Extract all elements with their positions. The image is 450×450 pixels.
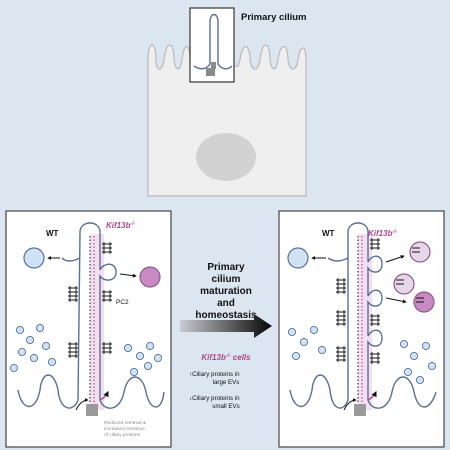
large-ev-wt [23, 247, 45, 269]
progression-arrow [180, 314, 272, 338]
wt-label-left: WT [46, 229, 59, 238]
mutant-cilium-fill-right [358, 234, 372, 410]
cell-body [147, 15, 307, 197]
release-arrow-a [385, 255, 405, 263]
small-evs-left [9, 323, 163, 377]
large-ev-wt-right [287, 247, 309, 269]
wt-label-right: WT [322, 229, 335, 238]
finding-1-line-2: large EVs [213, 379, 240, 386]
nucleus [196, 133, 256, 181]
panel-left: WT Kif13b-/- PC2 Reduced retrieval & inc… [5, 210, 172, 448]
large-evs-mutant-right [393, 241, 435, 313]
title-line-4: and [217, 298, 235, 309]
release-arrow-right [119, 273, 137, 278]
release-arrow-b [385, 297, 407, 304]
pc2-label: PC2 [116, 299, 129, 306]
note-line-2: increased entrance [104, 426, 145, 432]
basal-body-left [86, 404, 98, 416]
mutant-cilium-fill [90, 234, 104, 410]
cilium-membrane [17, 222, 165, 409]
note-line-1: Reduced retrieval & [104, 420, 147, 426]
center-summary: Primary cilium maturation and homeostasi… [180, 262, 272, 410]
bud-stalk [61, 257, 81, 262]
note-line-3: of ciliary proteins [104, 432, 141, 438]
mutant-label-right: Kif13b-/- [368, 229, 398, 238]
cilium-membrane-right [289, 222, 437, 409]
entrance-arrow-right [367, 390, 377, 401]
basal-body-right [354, 404, 366, 416]
membrane-proteins-right [336, 238, 380, 364]
small-evs-right [287, 325, 437, 385]
bud-stalk-right [327, 257, 349, 262]
retrieval-arrow-left [75, 398, 89, 411]
basal-body [206, 68, 215, 76]
finding-1-line-1: ↑Ciliary proteins in [189, 371, 240, 378]
panel-right: WT Kif13b-/- [278, 210, 445, 448]
membrane-proteins-left [68, 242, 112, 358]
entrance-arrow-left [99, 390, 109, 401]
basal-body-top [211, 62, 216, 69]
title-line-1: Primary [207, 262, 245, 273]
title-line-3: maturation [200, 286, 252, 297]
mutant-label-left: Kif13b-/- [106, 221, 136, 230]
title-line-5: homeostasis [195, 310, 257, 321]
primary-cilium [193, 13, 233, 70]
cells-label: Kif13b-/- cells [201, 353, 251, 362]
primary-cilium-label: Primary cilium [241, 12, 306, 23]
finding-2-line-1: ↓Ciliary proteins in [189, 395, 240, 402]
large-ev-mutant [139, 266, 161, 288]
finding-2-line-2: small EVs [212, 403, 240, 410]
epithelial-cell: Primary cilium [147, 7, 307, 197]
title-line-2: cilium [212, 274, 241, 285]
retrieval-arrow-right [343, 398, 357, 411]
